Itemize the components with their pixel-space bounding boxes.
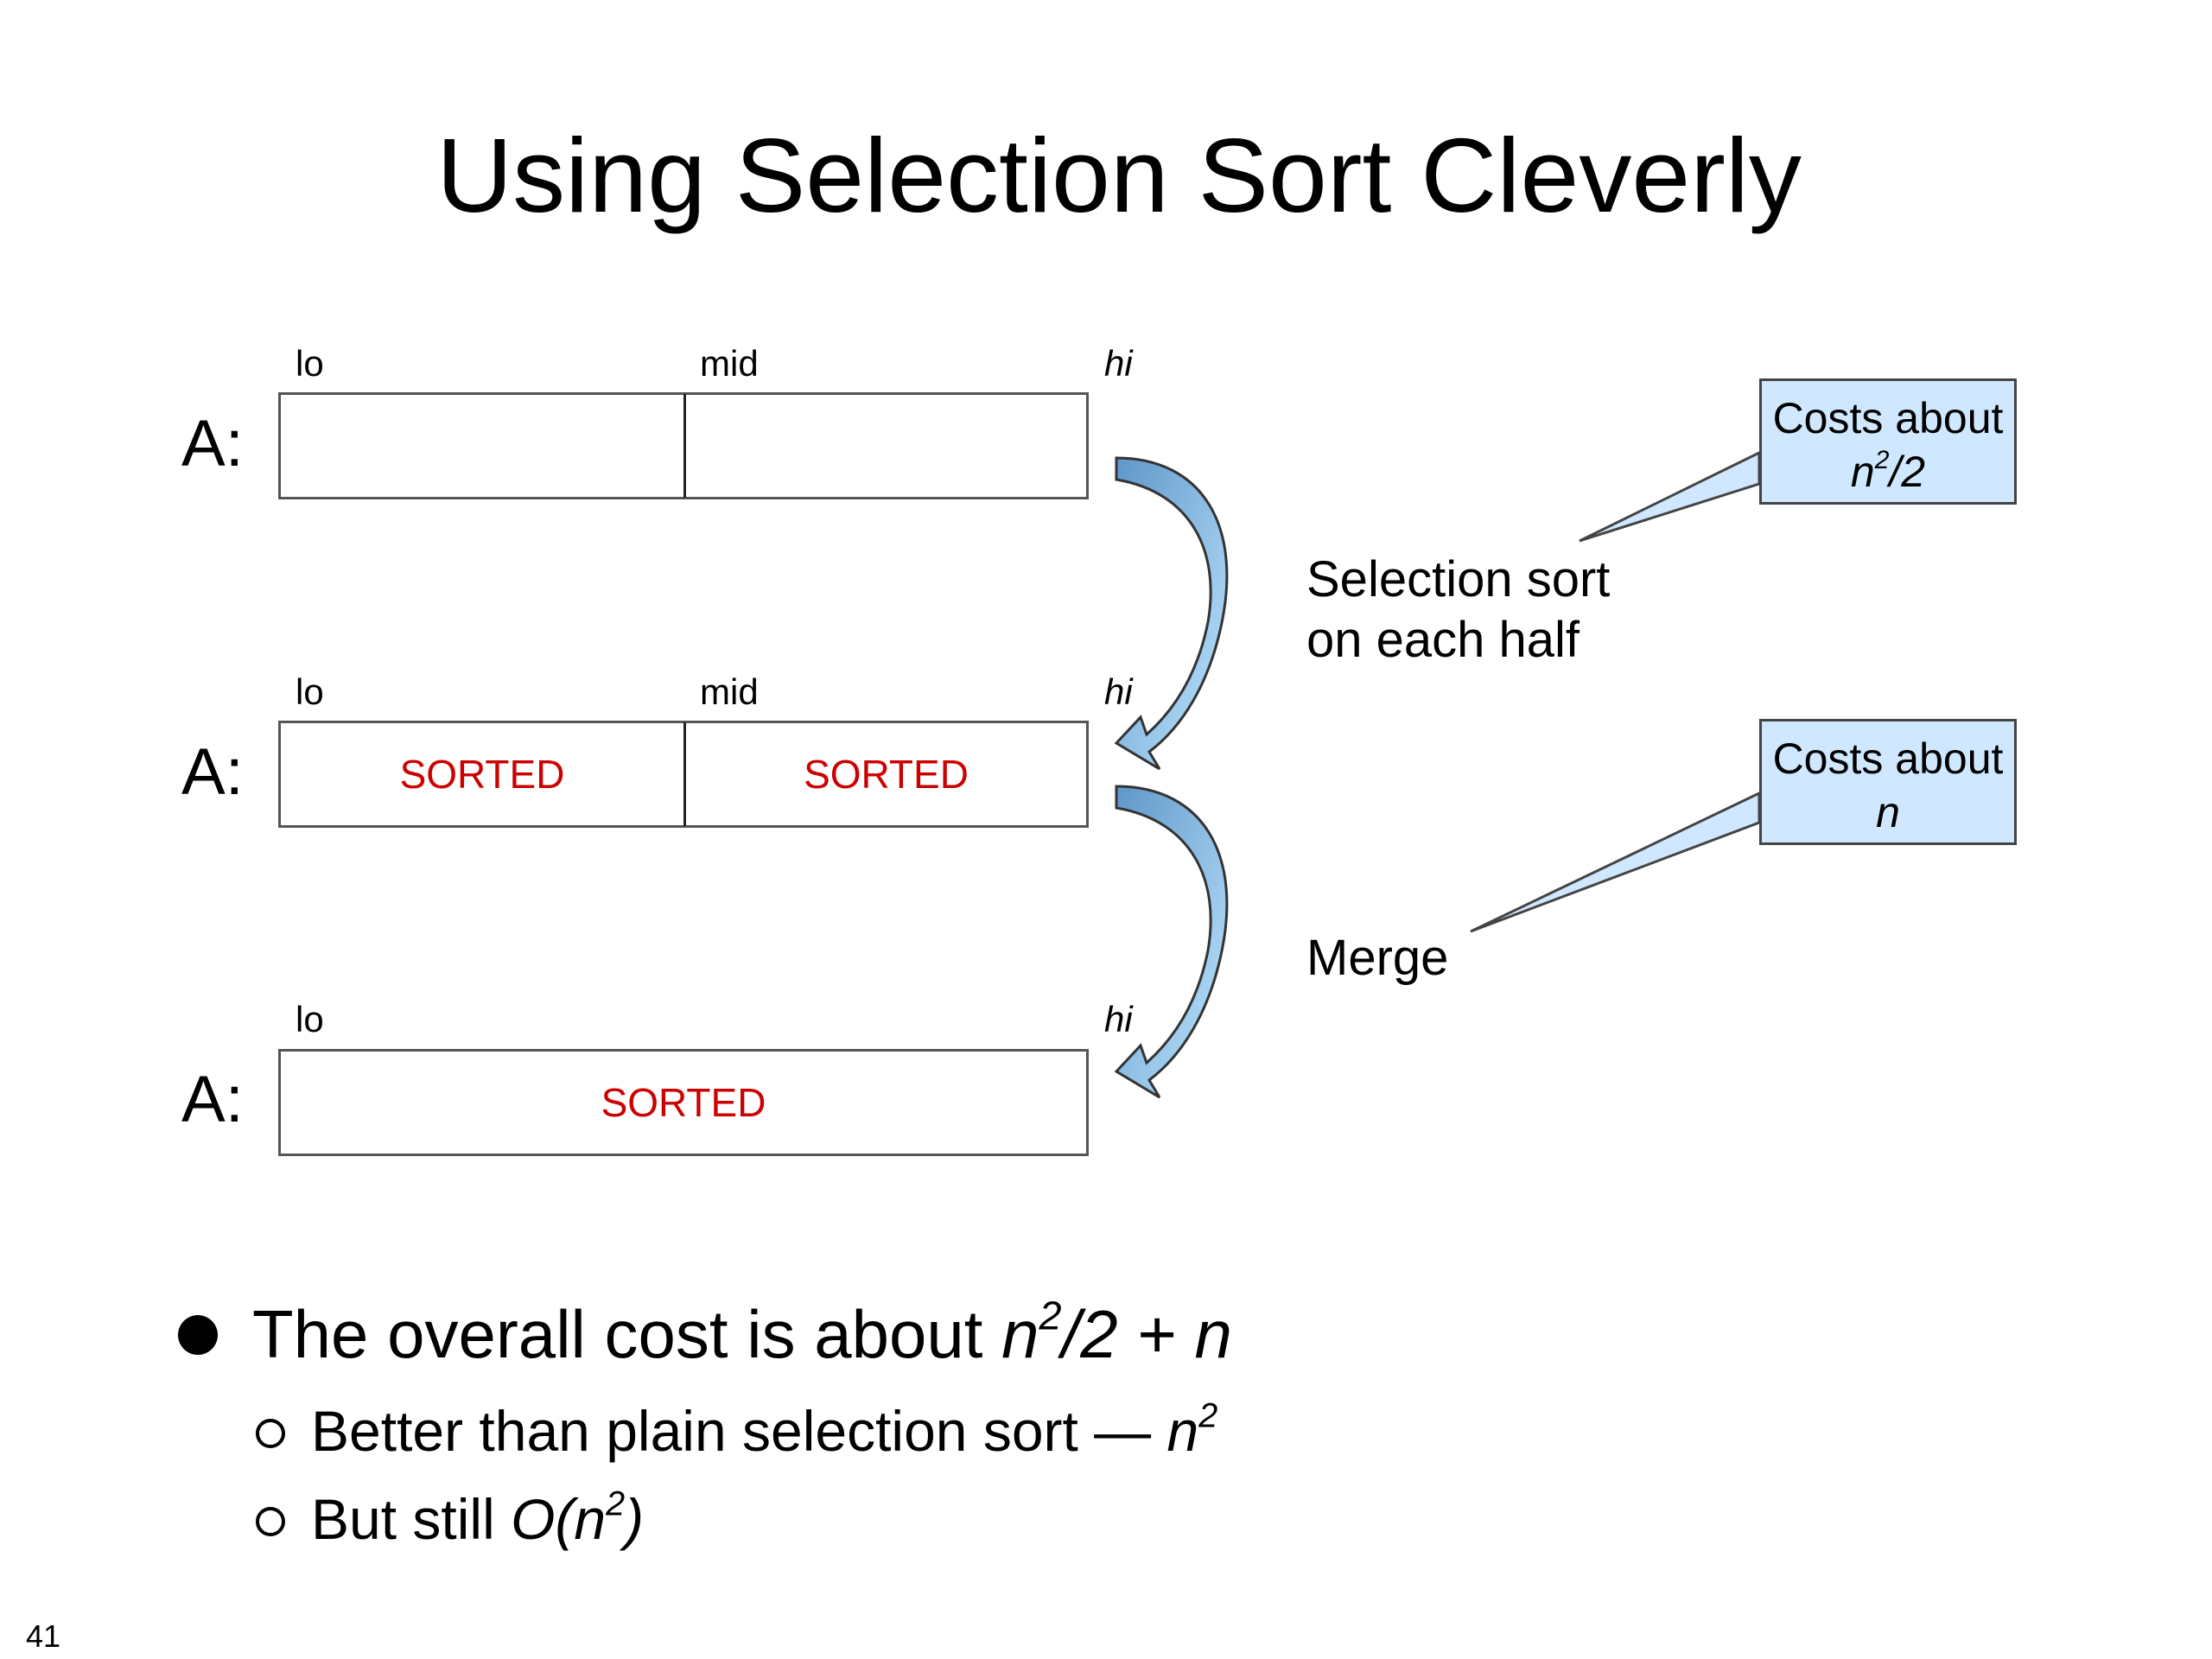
sub-bullet-ring-icon	[256, 1507, 285, 1536]
callout-tail	[1470, 791, 1761, 933]
array-label: A:	[181, 735, 244, 809]
curved-arrow-icon	[1114, 456, 1229, 771]
array-divider	[683, 394, 686, 498]
callout-text: Costs about	[1772, 394, 2004, 442]
callout-math: n2/2	[1850, 446, 1926, 497]
lo-label: lo	[296, 999, 324, 1039]
lo-label: lo	[296, 343, 324, 384]
callout-cost-n: Costs about n	[1759, 719, 2017, 845]
lo-label: lo	[296, 671, 324, 712]
bullet-dot-icon	[178, 1315, 218, 1355]
sorted-right-half: SORTED	[804, 752, 969, 797]
sub-bullet-ring-icon	[256, 1419, 285, 1448]
callout-math: n	[1876, 788, 1900, 836]
array-label: A:	[181, 407, 244, 480]
callout-tail	[1579, 450, 1761, 543]
hi-label: hi	[1104, 999, 1133, 1039]
mid-label: mid	[700, 343, 759, 384]
bullet-overall-cost: The overall cost is about n2/2 + n	[252, 1293, 1232, 1372]
array-divider	[683, 722, 686, 826]
page-number: 41	[26, 1618, 61, 1654]
step-merge: Merge	[1306, 930, 1449, 986]
step-selection-line1: Selection sort	[1306, 551, 1611, 607]
mid-label: mid	[700, 671, 759, 712]
sub-bullet-better: Better than plain selection sort — n2	[311, 1396, 1218, 1463]
callout-text: Costs about	[1772, 734, 2004, 783]
sorted-left-half: SORTED	[399, 752, 565, 797]
step-selection-sort: Selection sort on each half	[1306, 550, 1610, 671]
hi-label: hi	[1104, 343, 1133, 384]
sub-bullet-still: But still O(n2)	[311, 1484, 645, 1551]
step-selection-line2: on each half	[1306, 612, 1580, 668]
curved-arrow-icon	[1114, 785, 1229, 1099]
array-box	[278, 1049, 1089, 1156]
callout-cost-n2: Costs about n2/2	[1759, 378, 2017, 505]
slide-title: Using Selection Sort Cleverly	[436, 117, 1802, 234]
hi-label: hi	[1104, 671, 1133, 712]
sorted-full: SORTED	[601, 1080, 766, 1125]
array-label: A:	[181, 1063, 244, 1136]
